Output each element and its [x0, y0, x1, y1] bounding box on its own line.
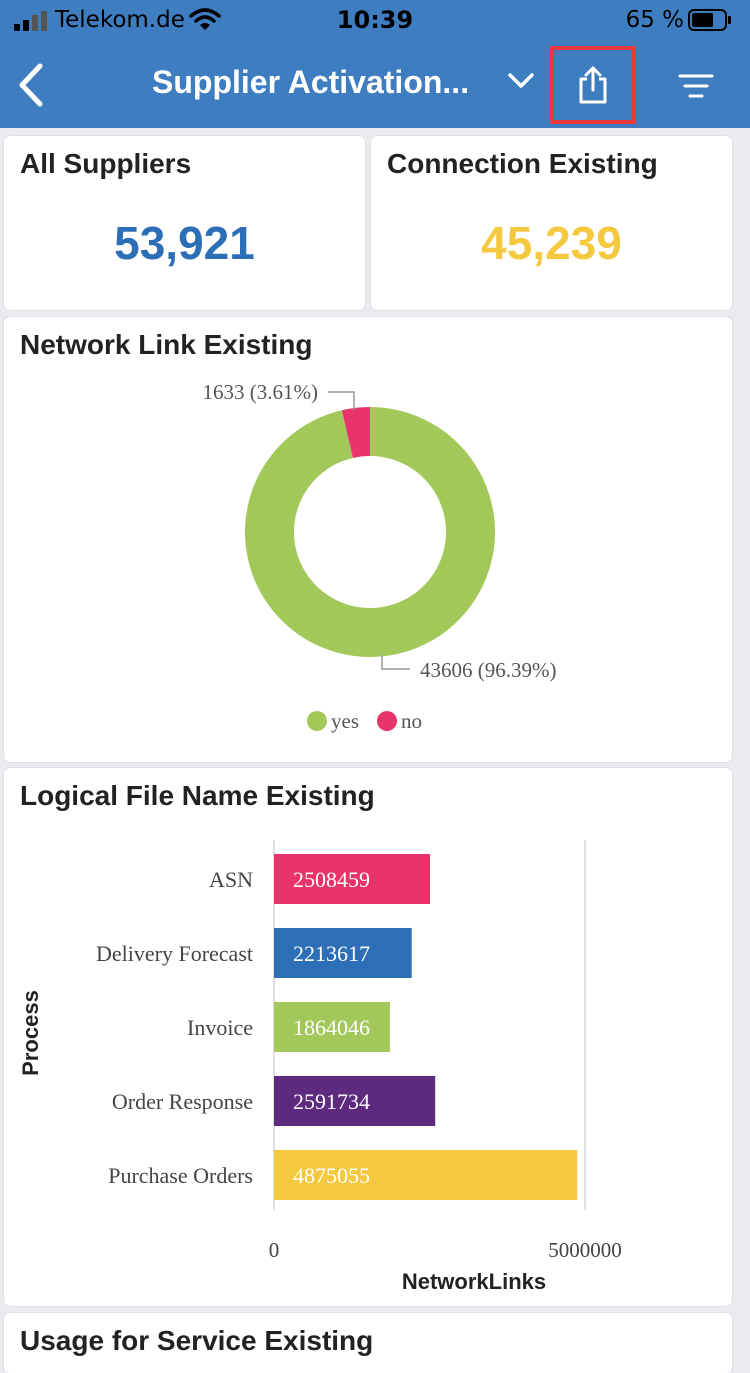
legend-swatch-yes [307, 711, 327, 731]
kpi-card-connection-existing[interactable]: Connection Existing 45,239 [371, 136, 732, 310]
bar-value-label: 2508459 [293, 867, 370, 892]
battery-percentage: 65 % [625, 7, 684, 33]
slice-label-yes: 43606 (96.39%) [420, 658, 556, 682]
kpi-label: All Suppliers [20, 148, 192, 179]
bar[interactable] [274, 1150, 578, 1200]
legend-label-no[interactable]: no [401, 709, 422, 733]
donut-slice-no[interactable] [341, 407, 370, 458]
wifi-icon [189, 8, 221, 30]
category-label: Delivery Forecast [96, 941, 253, 966]
leader-line-yes [381, 655, 410, 670]
bar[interactable] [274, 1002, 390, 1052]
kpi-label: Connection Existing [387, 148, 658, 179]
kpi-card-all-suppliers[interactable]: All Suppliers 53,921 [4, 136, 365, 310]
filter-menu-icon[interactable] [676, 66, 716, 106]
carrier-name: Telekom.de [55, 7, 185, 33]
chart-title: Usage for Service Existing [20, 1325, 374, 1356]
y-axis-title: Process [18, 990, 43, 1076]
slice-label-no: 1633 (3.61%) [203, 380, 318, 404]
share-icon [579, 66, 607, 104]
x-tick-label: 5000000 [548, 1238, 622, 1262]
status-bar: Telekom.de 10:39 65 % [0, 0, 750, 42]
legend-swatch-no [377, 711, 397, 731]
bar-value-label: 1864046 [293, 1015, 370, 1040]
donut-chart: 1633 (3.61%) 43606 (96.39%) yes no [203, 380, 557, 733]
bar-value-label: 2213617 [293, 941, 370, 966]
bar[interactable] [274, 928, 412, 978]
kpi-value: 53,921 [114, 217, 255, 269]
bar[interactable] [274, 1076, 436, 1126]
x-tick-label: 0 [269, 1238, 280, 1262]
clock: 10:39 [336, 6, 414, 34]
chart-title: Logical File Name Existing [20, 780, 375, 811]
battery-icon [688, 9, 731, 31]
bar[interactable] [274, 854, 431, 904]
chart-title: Network Link Existing [20, 329, 313, 360]
chart-card-logical-file-name[interactable]: Logical File Name Existing 2508459 ASN 221… [4, 768, 732, 1306]
chart-card-network-link[interactable]: Network Link Existing 1633 (3.61%) 43606… [4, 317, 732, 762]
category-label: Order Response [112, 1089, 253, 1114]
bar-value-label: 2591734 [293, 1089, 370, 1114]
chart-card-usage-for-service[interactable]: Usage for Service Existing [4, 1313, 732, 1373]
category-label: Invoice [187, 1015, 253, 1040]
category-label: ASN [209, 867, 253, 892]
back-chevron-icon[interactable] [14, 60, 50, 110]
leader-line-no [328, 391, 355, 410]
signal-icon [14, 11, 47, 31]
navigation-bar: Supplier Activation... [0, 42, 750, 128]
kpi-value: 45,239 [481, 217, 622, 269]
chevron-down-icon[interactable] [508, 72, 534, 90]
x-axis-title: NetworkLinks [402, 1269, 546, 1294]
category-label: Purchase Orders [108, 1163, 253, 1188]
share-button[interactable] [550, 46, 636, 124]
bar-chart: 2508459 ASN 2213617 Delivery Forecast 186404… [18, 840, 622, 1294]
donut-slice-yes[interactable] [245, 407, 496, 657]
page-title[interactable]: Supplier Activation... [152, 64, 470, 100]
bar-value-label: 4875055 [293, 1163, 370, 1188]
legend-label-yes[interactable]: yes [331, 709, 359, 733]
